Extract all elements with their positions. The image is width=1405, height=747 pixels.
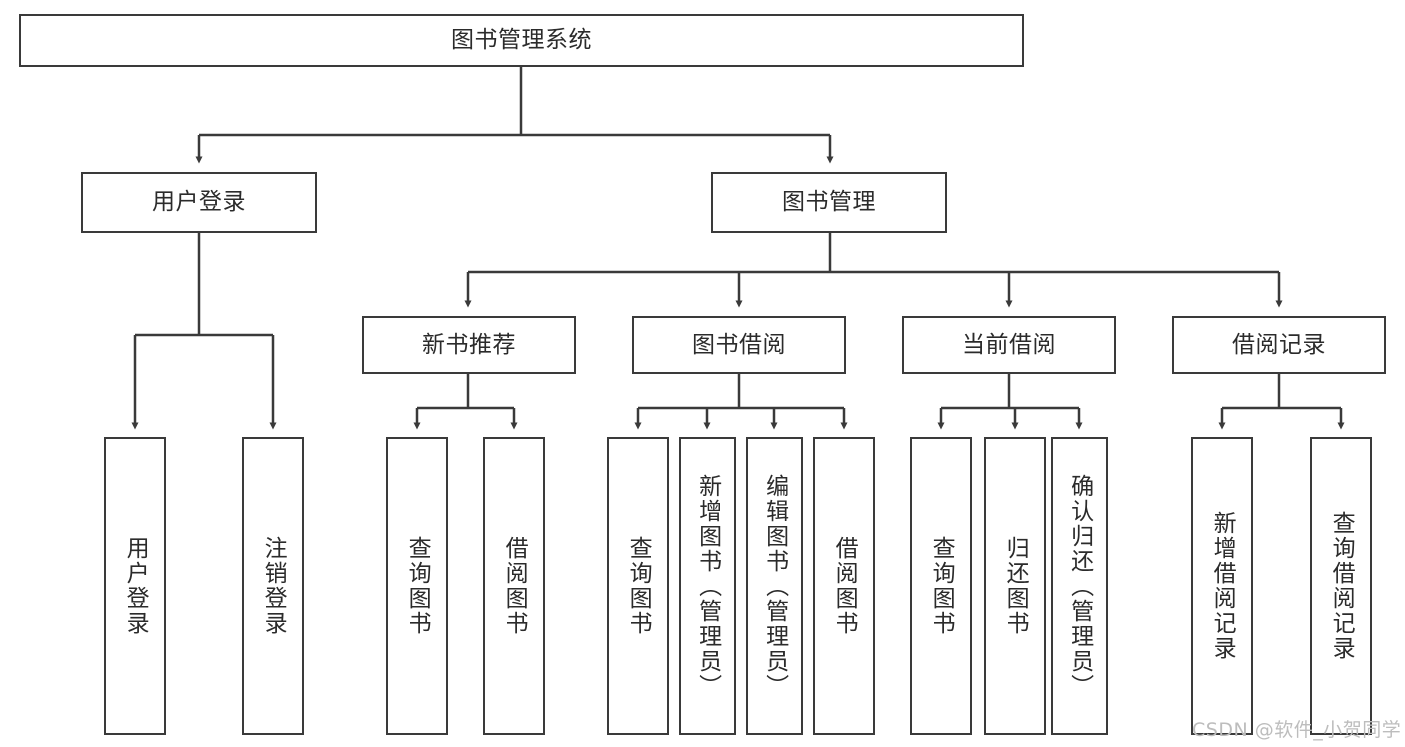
node-user-login-label: 用户登录 [152, 189, 246, 216]
node-leaf-borrow-book-2[interactable]: 借阅图书 [813, 437, 875, 735]
node-current-borrow-label: 当前借阅 [962, 331, 1056, 358]
node-book-borrow-label: 图书借阅 [692, 331, 786, 358]
node-borrow-record[interactable]: 借阅记录 [1172, 316, 1386, 374]
node-leaf-return-book-label: 归还图书 [1002, 536, 1029, 636]
node-leaf-query-record-label: 查询借阅记录 [1328, 511, 1355, 661]
node-book-mgmt[interactable]: 图书管理 [711, 172, 947, 233]
node-book-mgmt-label: 图书管理 [782, 189, 876, 216]
node-borrow-record-label: 借阅记录 [1232, 331, 1326, 358]
node-leaf-edit-book-label: 编辑图书（管理员） [761, 473, 788, 699]
node-leaf-user-logout[interactable]: 注销登录 [242, 437, 304, 735]
node-leaf-confirm-return-label: 确认归还（管理员） [1066, 473, 1093, 699]
node-leaf-edit-book[interactable]: 编辑图书（管理员） [746, 437, 803, 735]
node-new-book-rec[interactable]: 新书推荐 [362, 316, 576, 374]
node-leaf-user-logout-label: 注销登录 [260, 536, 287, 636]
node-leaf-query-book-3-label: 查询图书 [928, 536, 955, 636]
node-leaf-borrow-book-2-label: 借阅图书 [831, 536, 858, 636]
node-current-borrow[interactable]: 当前借阅 [902, 316, 1116, 374]
node-leaf-confirm-return[interactable]: 确认归还（管理员） [1051, 437, 1108, 735]
node-leaf-user-login[interactable]: 用户登录 [104, 437, 166, 735]
node-leaf-add-book-label: 新增图书（管理员） [694, 473, 721, 699]
node-leaf-user-login-label: 用户登录 [122, 536, 149, 636]
node-leaf-add-record-label: 新增借阅记录 [1209, 511, 1236, 661]
node-leaf-query-record[interactable]: 查询借阅记录 [1310, 437, 1372, 735]
node-leaf-add-record[interactable]: 新增借阅记录 [1191, 437, 1253, 735]
node-leaf-return-book[interactable]: 归还图书 [984, 437, 1046, 735]
node-leaf-query-book-3[interactable]: 查询图书 [910, 437, 972, 735]
node-leaf-add-book[interactable]: 新增图书（管理员） [679, 437, 736, 735]
node-root-label: 图书管理系统 [451, 27, 592, 54]
node-user-login[interactable]: 用户登录 [81, 172, 317, 233]
node-root[interactable]: 图书管理系统 [19, 14, 1024, 67]
node-leaf-borrow-book-1-label: 借阅图书 [501, 536, 528, 636]
node-leaf-query-book-2-label: 查询图书 [625, 536, 652, 636]
node-book-borrow[interactable]: 图书借阅 [632, 316, 846, 374]
node-leaf-query-book-1[interactable]: 查询图书 [386, 437, 448, 735]
csdn-watermark: CSDN @软件_小贺同学 [1192, 719, 1402, 741]
node-new-book-rec-label: 新书推荐 [422, 331, 516, 358]
node-leaf-borrow-book-1[interactable]: 借阅图书 [483, 437, 545, 735]
node-leaf-query-book-1-label: 查询图书 [404, 536, 431, 636]
node-leaf-query-book-2[interactable]: 查询图书 [607, 437, 669, 735]
